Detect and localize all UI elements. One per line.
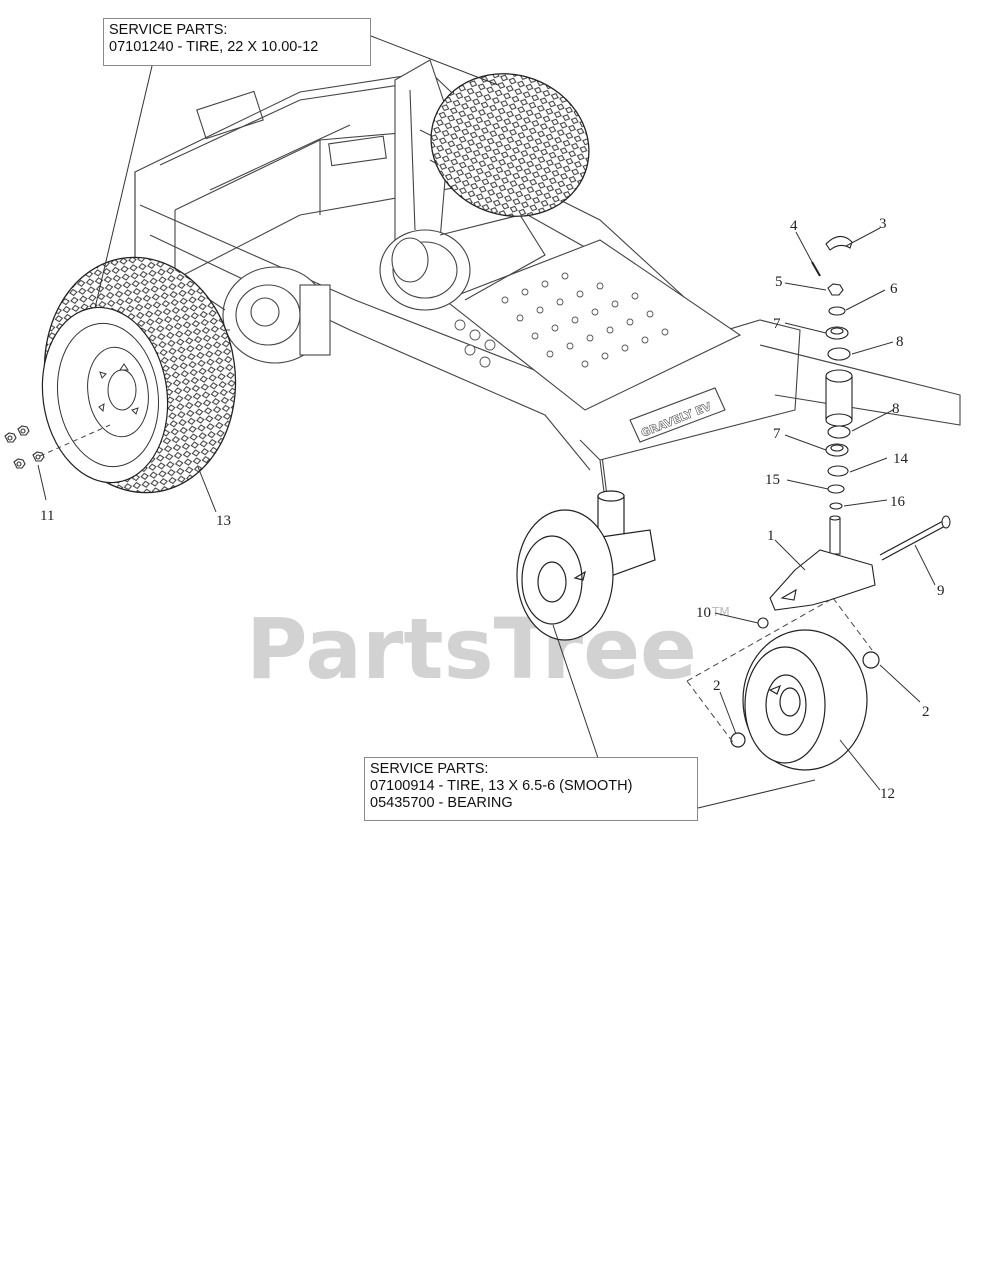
watermark: PartsTree xyxy=(246,600,697,698)
part-number-7: 7 xyxy=(773,426,781,442)
chassis-frame: GRAVELY EV xyxy=(134,59,961,541)
lug-nut-axis-line xyxy=(39,424,111,457)
part-number-2: 2 xyxy=(922,704,930,720)
part-number-10: 10 xyxy=(696,605,711,621)
caster-spindle-stack xyxy=(757,235,951,629)
service-parts-callout-front-tire: SERVICE PARTS: 07100914 - TIRE, 13 X 6.5… xyxy=(364,757,698,821)
callout-part-line: 07100914 - TIRE, 13 X 6.5-6 (SMOOTH) xyxy=(370,778,633,794)
part-number-8: 8 xyxy=(896,334,904,350)
part-number-labels: 1 2 2 3 4 5 6 7 7 8 8 9 10 11 12 13 14 1… xyxy=(40,216,945,802)
part-number-1: 1 xyxy=(767,528,775,544)
part-number-14: 14 xyxy=(893,451,909,467)
watermark-trademark: TM xyxy=(711,605,730,619)
callout-part-line: 05435700 - BEARING xyxy=(370,795,513,811)
front-left-caster-wheel xyxy=(516,490,656,641)
part-number-8: 8 xyxy=(892,401,900,417)
service-parts-callout-rear-tire: SERVICE PARTS: 07101240 - TIRE, 22 X 10.… xyxy=(103,18,371,66)
part-number-3: 3 xyxy=(879,216,887,232)
part-number-11: 11 xyxy=(40,508,54,524)
part-number-12: 12 xyxy=(880,786,895,802)
part-number-16: 16 xyxy=(890,494,906,510)
lug-nuts xyxy=(4,425,45,469)
callout-heading: SERVICE PARTS: xyxy=(109,22,228,38)
callout-part-line: 07101240 - TIRE, 22 X 10.00-12 xyxy=(109,39,319,55)
part-number-13: 13 xyxy=(216,513,231,529)
caster-dashed-outline xyxy=(686,597,873,746)
part-number-6: 6 xyxy=(890,281,898,297)
part-number-2: 2 xyxy=(713,678,721,694)
front-right-caster-wheel xyxy=(730,629,880,771)
part-number-7: 7 xyxy=(773,316,781,332)
leader-lines xyxy=(37,35,936,809)
rear-right-tire xyxy=(430,73,590,217)
callout-heading: SERVICE PARTS: xyxy=(370,761,489,777)
part-number-9: 9 xyxy=(937,583,945,599)
part-number-15: 15 xyxy=(765,472,780,488)
part-number-4: 4 xyxy=(790,218,798,234)
part-number-5: 5 xyxy=(775,274,783,290)
rear-left-tire xyxy=(41,256,237,494)
